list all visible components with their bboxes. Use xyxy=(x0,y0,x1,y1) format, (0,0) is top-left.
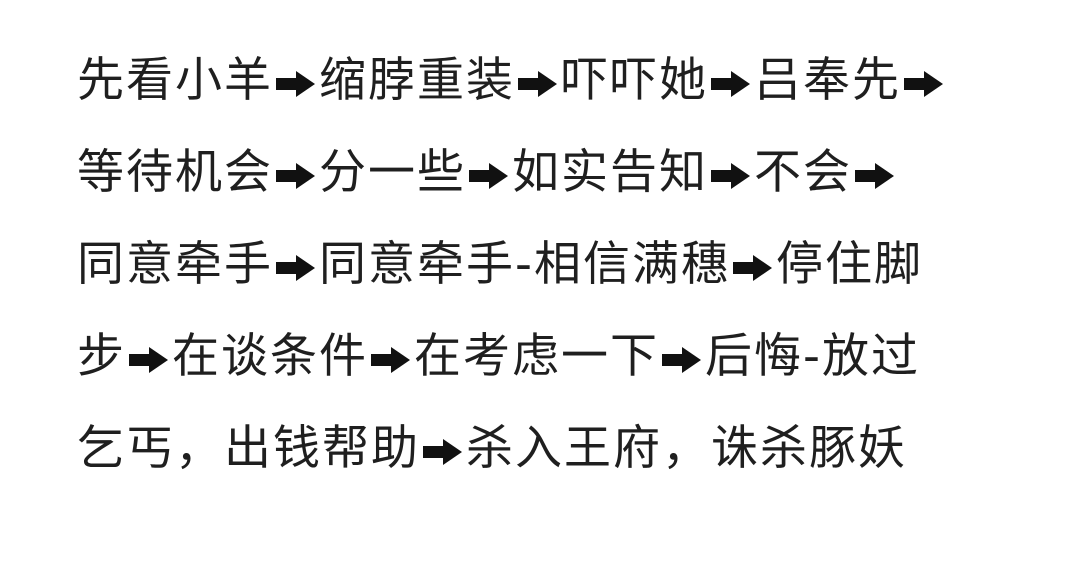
route-step: 同意牵手-相信满穗 xyxy=(319,237,730,292)
route-line: 先看小羊缩脖重装吓吓她吕奉先 xyxy=(77,46,1017,138)
route-step: 等待机会 xyxy=(77,145,273,200)
right-arrow-icon xyxy=(903,69,945,99)
route-step: 在考虑一下 xyxy=(414,329,659,384)
right-arrow-icon xyxy=(275,161,317,191)
route-step: 先看小羊 xyxy=(77,53,273,108)
route-step: 分一些 xyxy=(319,145,466,200)
right-arrow-icon xyxy=(732,253,774,283)
route-step: 在谈条件 xyxy=(172,329,368,384)
right-arrow-icon xyxy=(128,345,170,375)
right-arrow-icon xyxy=(370,345,412,375)
right-arrow-icon xyxy=(275,253,317,283)
route-step: 步 xyxy=(77,329,126,384)
right-arrow-icon xyxy=(517,69,559,99)
route-line: 步在谈条件在考虑一下后悔-放过 xyxy=(77,322,1017,414)
route-step: 不会 xyxy=(754,145,852,200)
route-step: 吓吓她 xyxy=(561,53,708,108)
route-step: 如实告知 xyxy=(512,145,708,200)
right-arrow-icon xyxy=(275,69,317,99)
right-arrow-icon xyxy=(710,161,752,191)
right-arrow-icon xyxy=(468,161,510,191)
right-arrow-icon xyxy=(661,345,703,375)
route-text-block: 先看小羊缩脖重装吓吓她吕奉先等待机会分一些如实告知不会同意牵手同意牵手-相信满穗… xyxy=(77,46,1017,506)
route-line: 同意牵手同意牵手-相信满穗停住脚 xyxy=(77,230,1017,322)
route-step: 后悔-放过 xyxy=(705,329,920,384)
route-step: 停住脚 xyxy=(775,237,923,292)
route-step: 吕奉先 xyxy=(754,53,901,108)
right-arrow-icon xyxy=(422,437,464,467)
route-line: 等待机会分一些如实告知不会 xyxy=(77,138,1017,230)
route-step: 乞丐，出钱帮助 xyxy=(77,421,420,476)
right-arrow-icon xyxy=(854,161,896,191)
right-arrow-icon xyxy=(710,69,752,99)
route-step: 同意牵手 xyxy=(77,237,273,292)
route-step: 缩脖重装 xyxy=(319,53,515,108)
route-step: 杀入王府，诛杀豚妖 xyxy=(466,421,907,476)
route-line: 乞丐，出钱帮助杀入王府，诛杀豚妖 xyxy=(77,414,1017,506)
